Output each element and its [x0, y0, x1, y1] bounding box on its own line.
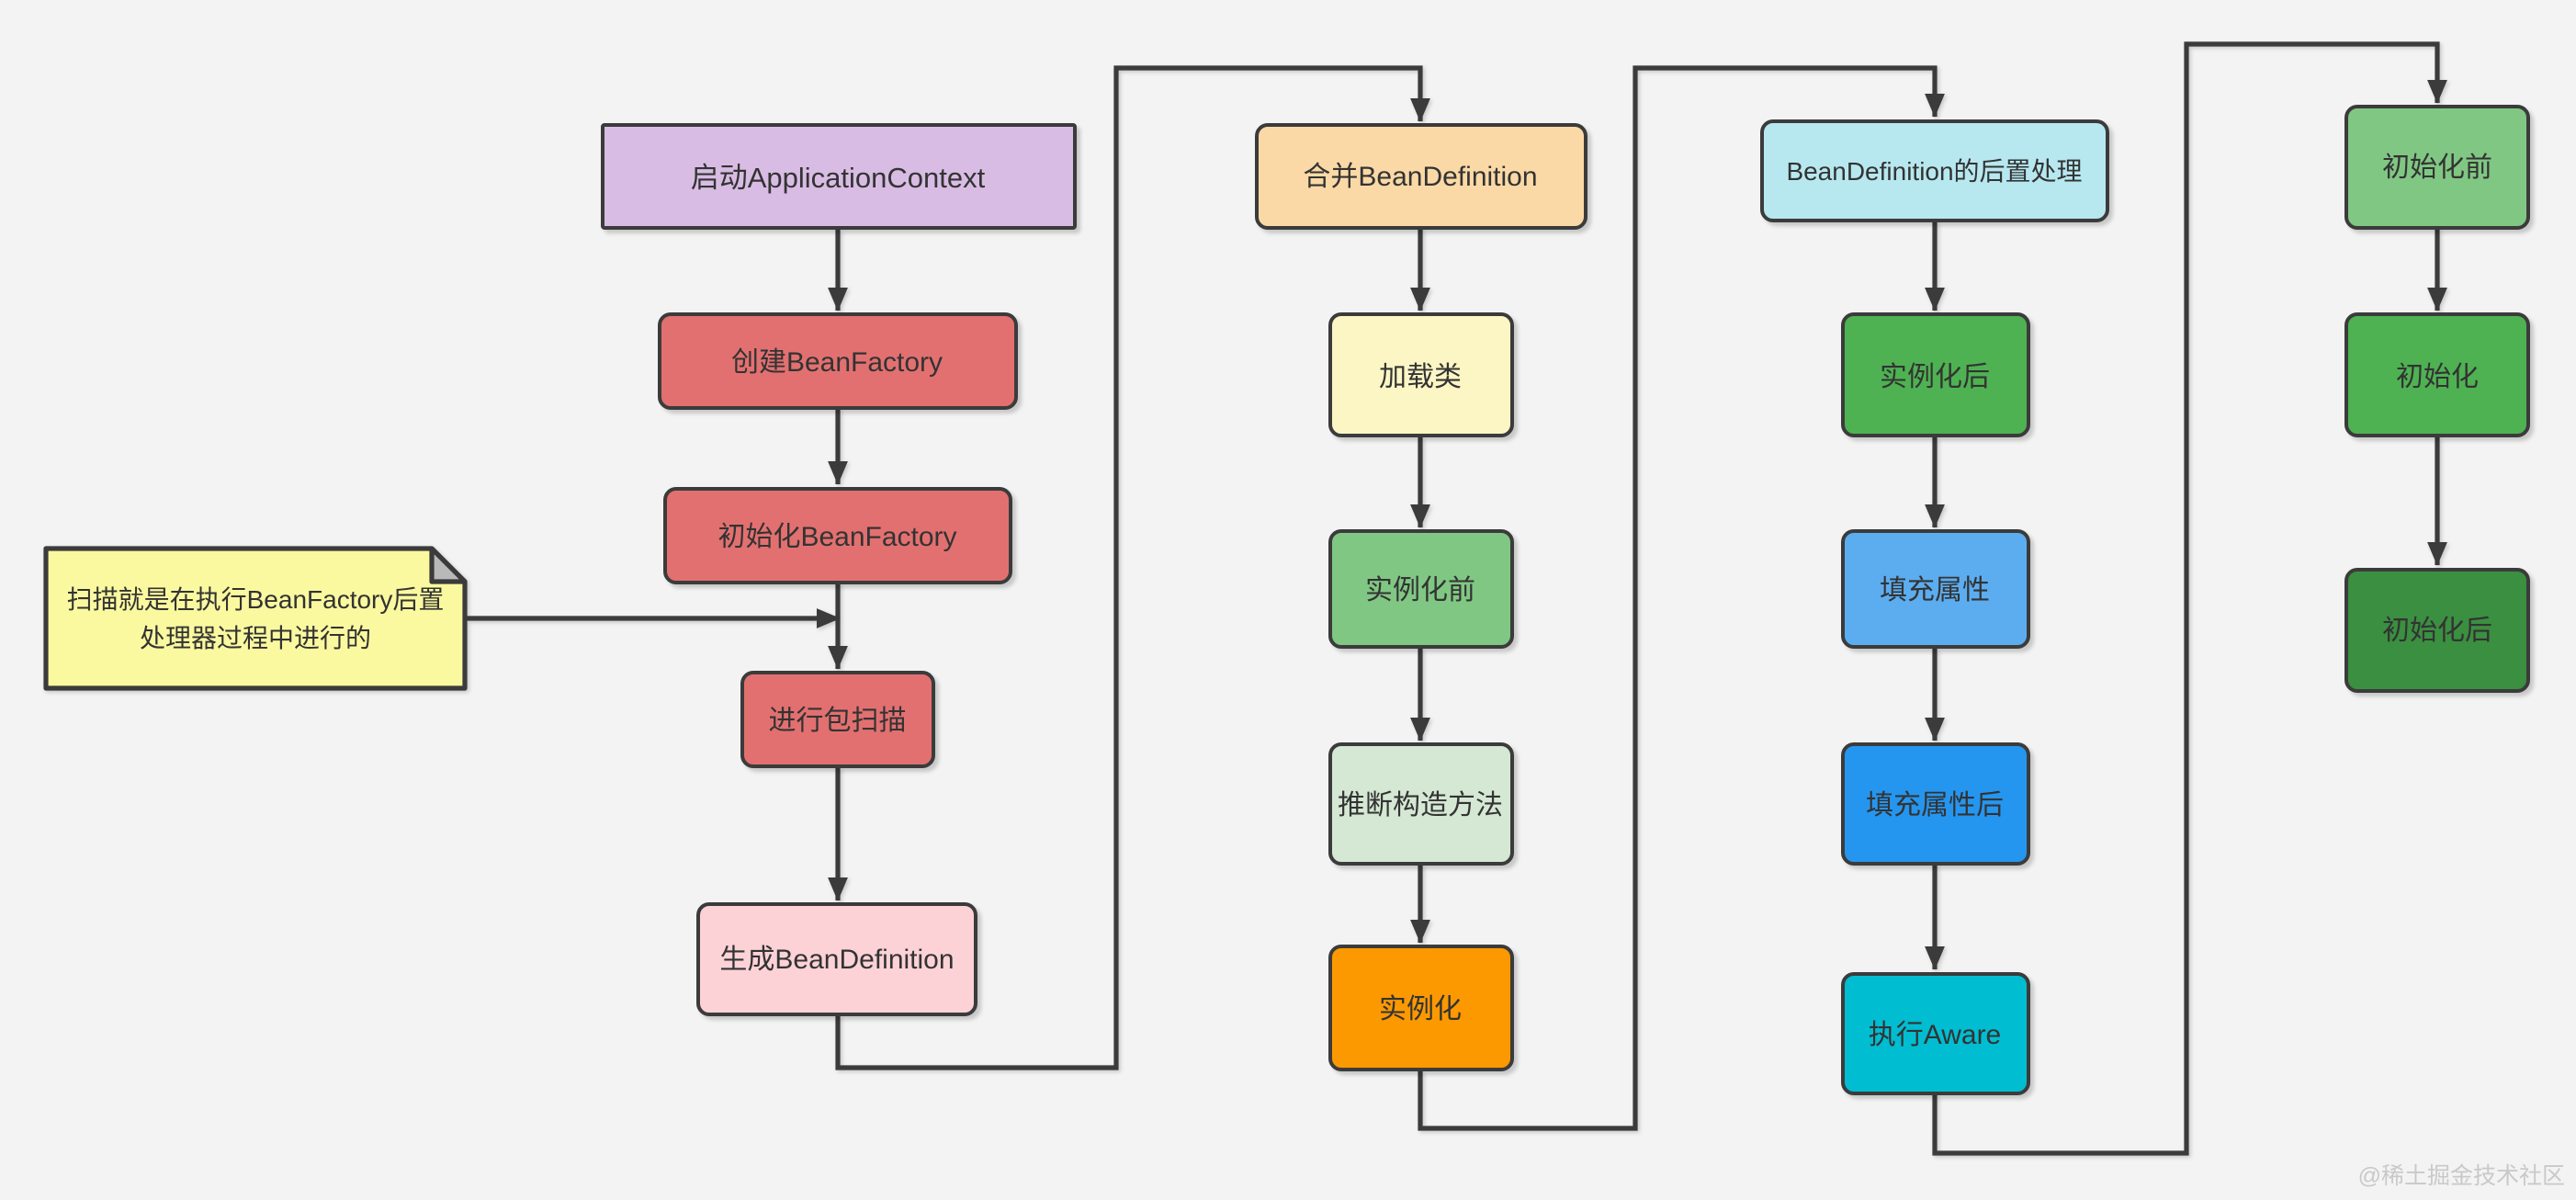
node-init-bean-factory: 初始化BeanFactory [662, 486, 1012, 583]
sticky-note-shape [43, 546, 468, 691]
node-after-instantiation: 实例化后 [1840, 312, 2029, 437]
node-start-application-context: 启动ApplicationContext [600, 123, 1076, 230]
node-after-populate-properties: 填充属性后 [1840, 742, 2029, 865]
node-infer-constructor: 推断构造方法 [1328, 742, 1513, 865]
connector-col3-to-col4 [1932, 41, 2447, 1156]
node-instantiation: 实例化 [1328, 945, 1513, 1071]
node-bean-definition-post-processing: BeanDefinition的后置处理 [1759, 119, 2109, 221]
node-before-instantiation: 实例化前 [1328, 529, 1513, 649]
node-generate-bean-definition: 生成BeanDefinition [696, 902, 977, 1015]
node-create-bean-factory: 创建BeanFactory [657, 312, 1017, 409]
node-after-initialization: 初始化后 [2344, 567, 2530, 692]
node-execute-aware: 执行Aware [1840, 971, 2029, 1094]
node-initialization: 初始化 [2344, 312, 2530, 437]
node-before-initialization: 初始化前 [2344, 105, 2530, 229]
watermark: @稀土掘金技术社区 [2357, 1163, 2565, 1189]
node-package-scan: 进行包扫描 [740, 671, 935, 767]
node-load-class: 加载类 [1328, 312, 1513, 437]
sticky-note-fold [429, 546, 468, 584]
node-merge-bean-definition: 合并BeanDefinition [1254, 123, 1587, 229]
node-populate-properties: 填充属性 [1840, 529, 2029, 649]
connector-col2-to-col3 [1418, 65, 1945, 1131]
connector-col1-to-col2 [835, 65, 1430, 1070]
